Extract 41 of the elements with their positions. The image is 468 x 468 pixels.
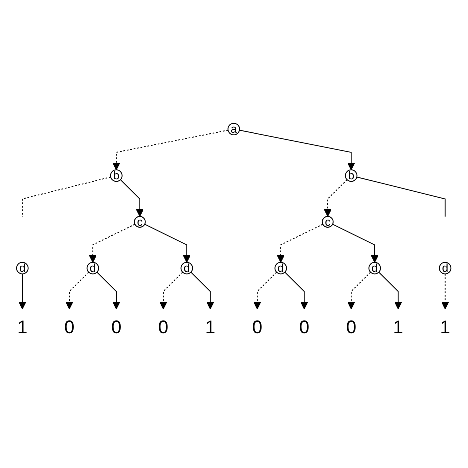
terminal-value: 1 [18,318,28,338]
terminal-value: 1 [205,318,216,338]
variable-node: d [16,262,29,275]
variable-node: b [110,169,123,182]
variable-node: c [322,215,334,228]
arrow [324,180,348,217]
connector-line [356,176,446,218]
arrow [66,272,90,310]
variable-node: d [180,262,194,275]
arrow [277,224,324,263]
arrow [144,224,191,263]
variable-node: b [345,169,358,182]
arrow [442,274,450,310]
terminal-value: 0 [346,318,357,338]
terminal-value: 0 [252,318,263,338]
arrow [160,272,184,310]
arrow [348,272,372,310]
terminal-value: 0 [299,318,310,338]
arrow [18,274,26,310]
terminal-value: 0 [64,318,75,338]
arrow [120,180,144,217]
arrow [96,272,120,310]
variable-node: d [86,262,100,275]
variable-node: d [274,262,288,275]
arrow [89,224,136,263]
variable-node: a [228,122,240,136]
terminal-value: 1 [440,318,450,338]
terminal-value: 0 [111,318,122,338]
connector-line [22,176,112,218]
arrow [284,272,308,310]
arrow [112,130,229,170]
terminal-value: 1 [393,318,404,338]
arrow [239,130,356,170]
variable-node: d [368,262,382,275]
terminal-value: 0 [158,318,169,338]
arrow [332,224,379,263]
variable-node: d [439,262,452,275]
arrow [190,272,214,310]
arrow [254,272,278,310]
variable-node: c [134,215,146,228]
arrow [378,272,402,310]
